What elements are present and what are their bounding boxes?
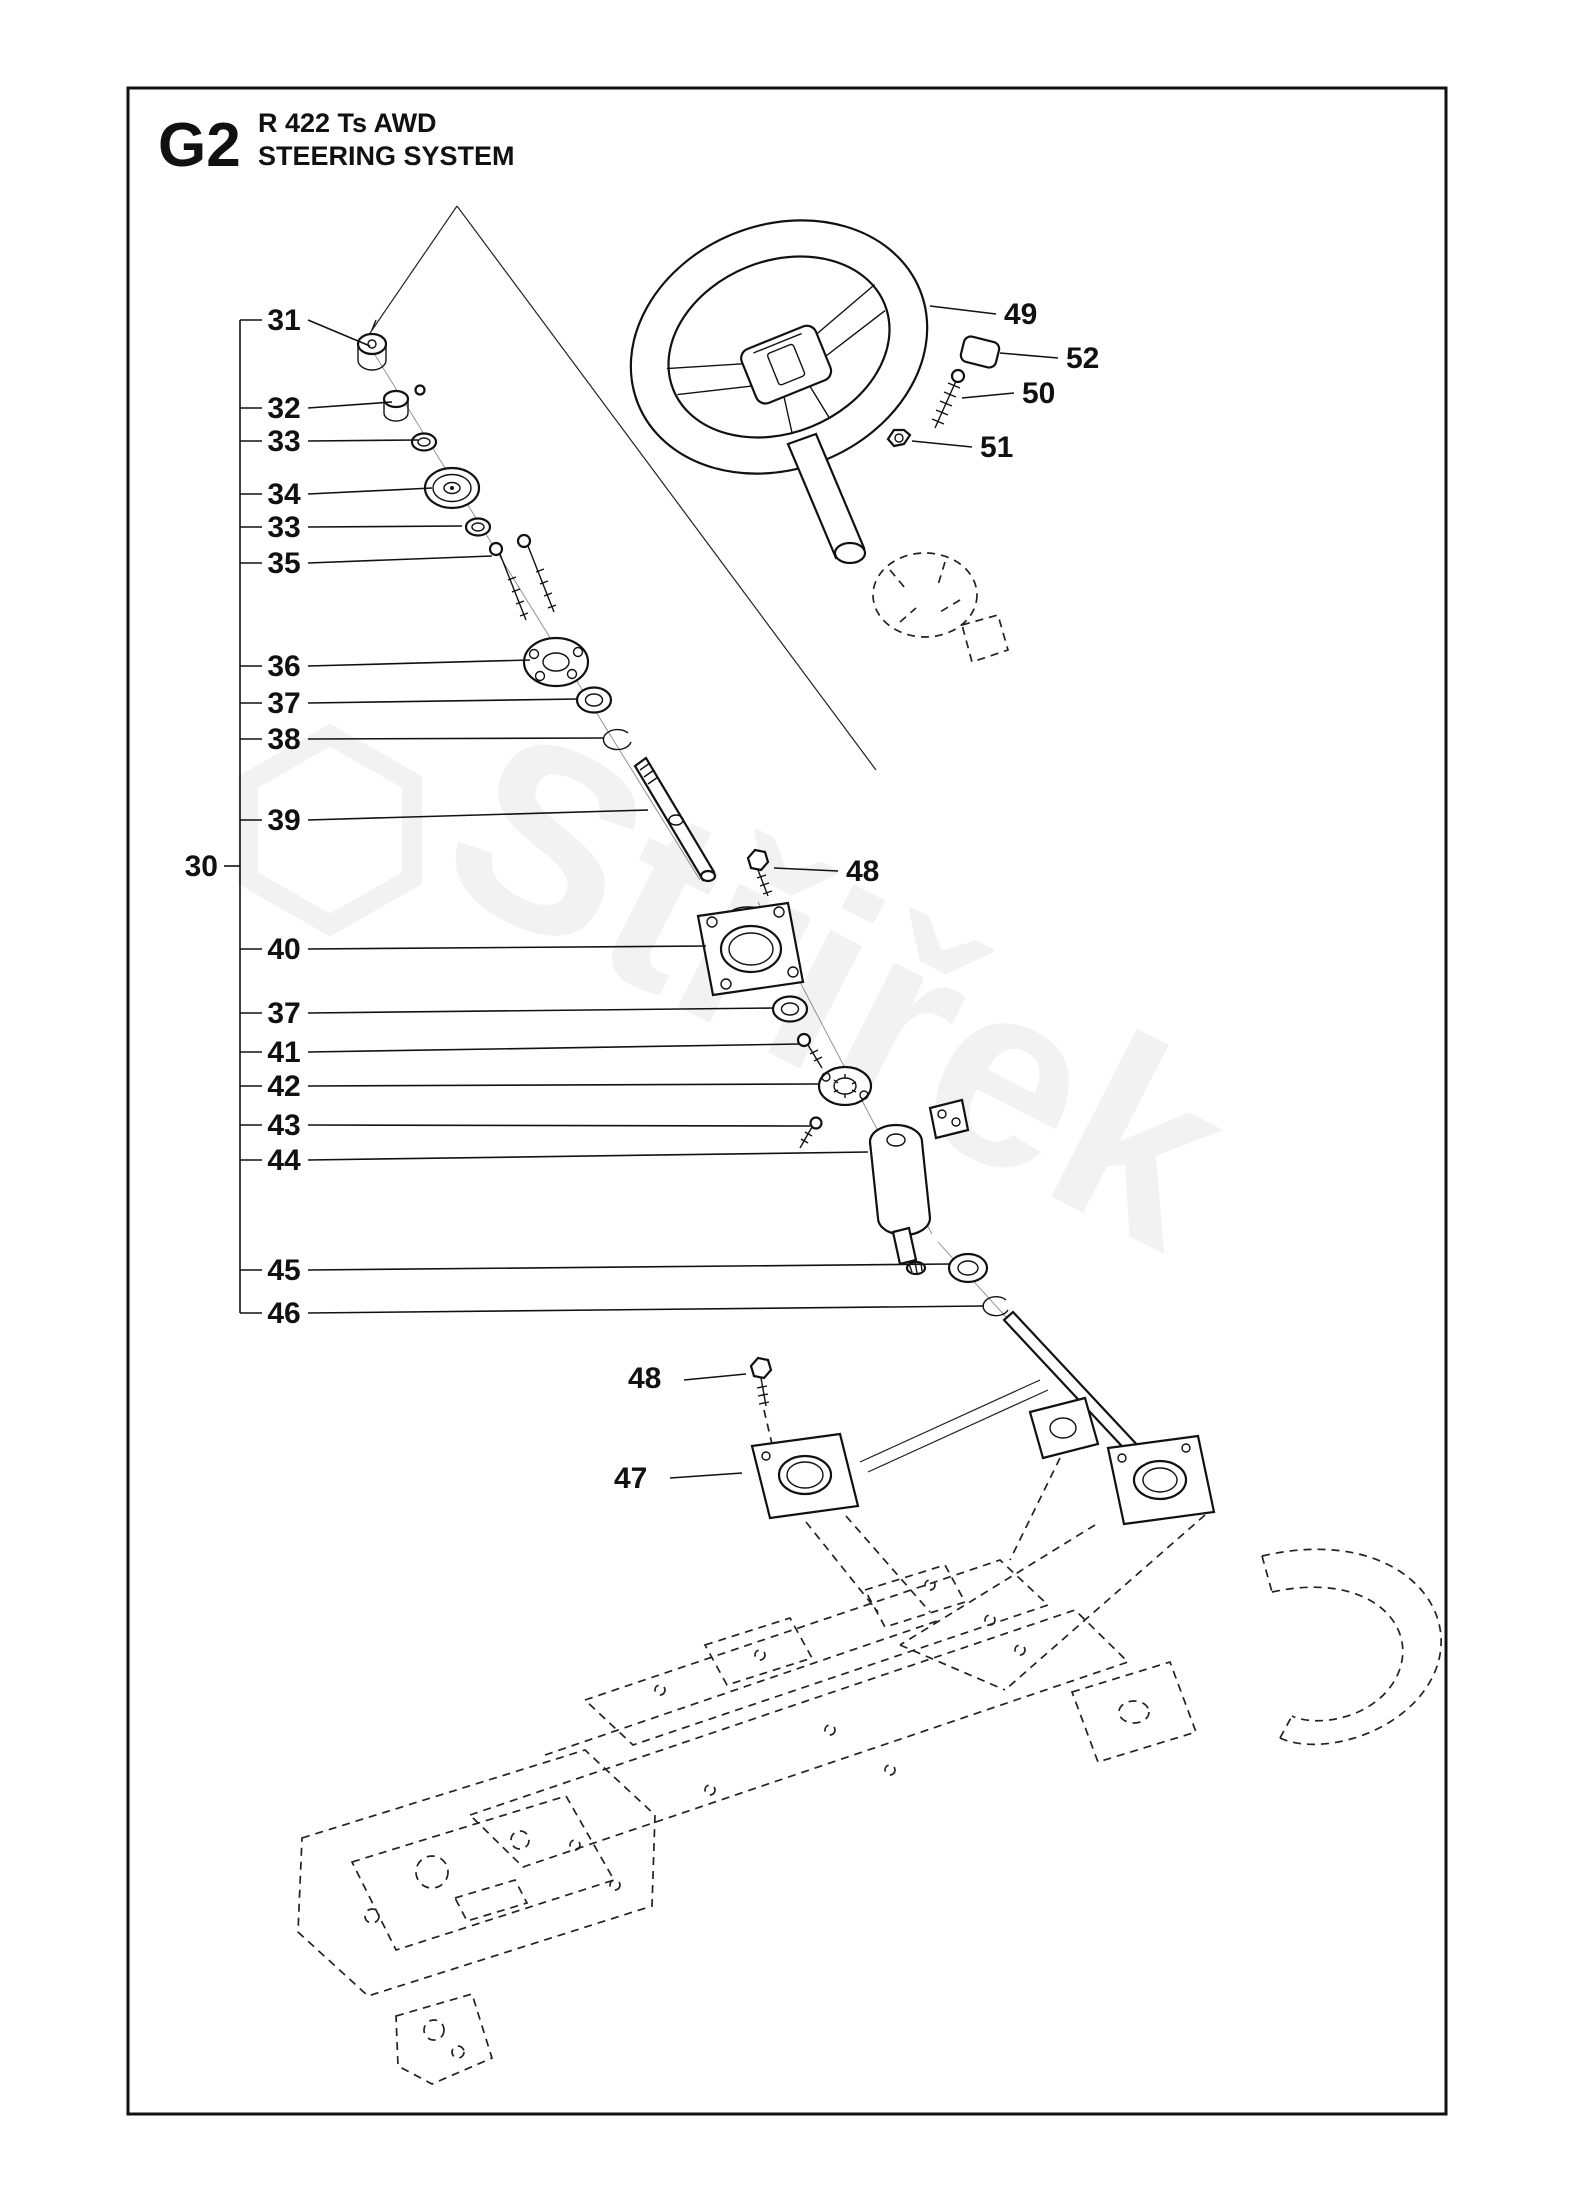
- callout-45: 45: [267, 1254, 300, 1287]
- callout-row-34: 34: [240, 478, 433, 511]
- callout-42: 42: [267, 1070, 300, 1103]
- part-52-cap: [959, 335, 1001, 369]
- watermark-text: Střiřek: [405, 672, 1272, 1305]
- callout-row-31: 31: [240, 304, 371, 347]
- callout-48a: 48: [773, 855, 879, 888]
- part-41-bolt: [796, 1032, 823, 1069]
- callout-32: 32: [267, 392, 300, 425]
- steering-boot: [872, 552, 1010, 664]
- callout-40: 40: [267, 933, 300, 966]
- part-39-shaft: [633, 756, 717, 883]
- callout-37a: 37: [267, 687, 300, 720]
- callout-33a: 33: [267, 425, 300, 458]
- callout-row-45: 45: [240, 1254, 951, 1287]
- callout-row-33b: 33: [240, 511, 463, 544]
- part-36-flange: [522, 636, 590, 688]
- callout-52: 52: [999, 342, 1099, 375]
- callout-41: 41: [267, 1036, 300, 1069]
- callout-row-42: 42: [240, 1070, 819, 1103]
- callouts: 30 31 32 33 34 33 35: [185, 298, 1100, 1495]
- callout-33b: 33: [267, 511, 300, 544]
- callout-35: 35: [267, 547, 300, 580]
- callout-38: 38: [267, 723, 300, 756]
- callout-46: 46: [267, 1297, 300, 1330]
- part-34: [423, 466, 481, 510]
- callout-row-39: 39: [240, 804, 649, 837]
- callout-48b: 48: [628, 1362, 747, 1395]
- svg-text:51: 51: [980, 431, 1013, 464]
- callout-row-38: 38: [240, 723, 605, 756]
- callout-row-36: 36: [240, 650, 531, 683]
- svg-text:52: 52: [1066, 342, 1099, 375]
- part-steering-wheel: [629, 219, 929, 475]
- model-name: R 422 Ts AWD: [258, 108, 437, 138]
- chassis-mid-plate: [1009, 1396, 1100, 1561]
- part-46-snap-ring: [982, 1295, 1009, 1317]
- watermark-hexagon-logo: [238, 723, 422, 937]
- part-48-lower-bolt: [749, 1356, 773, 1445]
- part-51-nut: [886, 428, 912, 448]
- part-33-upper: [410, 432, 438, 452]
- part-37-upper-bearing: [575, 686, 613, 714]
- hub-emblem: [766, 343, 806, 386]
- callout-47: 47: [614, 1462, 743, 1495]
- part-44-gear-unit: [868, 1098, 970, 1276]
- part-31: [356, 319, 388, 371]
- callout-row-43: 43: [240, 1109, 811, 1142]
- part-40-mount-flange: [696, 901, 805, 997]
- chassis-brace-rods: [859, 1379, 1049, 1473]
- part-33-lower: [464, 517, 492, 537]
- callout-49: 49: [929, 298, 1037, 331]
- part-43-screw: [799, 1116, 823, 1149]
- callout-39: 39: [267, 804, 300, 837]
- chassis-steering-mount: [1106, 1434, 1216, 1526]
- part-42-cup: [817, 1065, 873, 1107]
- part-32: [382, 384, 426, 422]
- callout-30: 30: [185, 850, 218, 883]
- part-45-bearing: [947, 1252, 989, 1284]
- callout-row-37a: 37: [240, 687, 579, 720]
- page-title: STEERING SYSTEM: [258, 141, 515, 171]
- callout-row-33a: 33: [240, 425, 419, 458]
- header: G2 R 422 Ts AWD STEERING SYSTEM: [158, 108, 515, 180]
- page-border: [126, 86, 1448, 2116]
- wheel-shaft: [786, 432, 867, 565]
- callout-row-37b: 37: [240, 997, 775, 1030]
- callout-row-35: 35: [240, 547, 493, 580]
- callout-row-41: 41: [240, 1036, 801, 1069]
- callout-row-44: 44: [240, 1144, 869, 1177]
- part-48-upper-bolt: [746, 848, 773, 897]
- part-35-bolts: [488, 533, 557, 621]
- part-50-screw: [931, 368, 966, 429]
- part-47-plate: [750, 1432, 931, 1613]
- svg-text:48: 48: [846, 855, 879, 888]
- callout-row-32: 32: [240, 392, 393, 425]
- callout-37b: 37: [267, 997, 300, 1030]
- svg-text:49: 49: [1004, 298, 1037, 331]
- part-38-snap-ring: [602, 728, 632, 751]
- callout-36: 36: [267, 650, 300, 683]
- svg-text:48: 48: [628, 1362, 661, 1395]
- part-37-lower-bearing: [771, 995, 809, 1023]
- callout-51: 51: [911, 431, 1013, 464]
- callout-row-46: 46: [240, 1297, 985, 1330]
- callout-34: 34: [267, 478, 301, 511]
- callout-44: 44: [267, 1144, 301, 1177]
- callout-row-40: 40: [240, 933, 707, 966]
- exploded-view: [356, 205, 1159, 1613]
- section-code: G2: [158, 111, 241, 180]
- callout-43: 43: [267, 1109, 300, 1142]
- chassis-frame: [297, 1379, 1442, 2085]
- svg-text:47: 47: [614, 1462, 647, 1495]
- callout-50: 50: [961, 377, 1055, 410]
- callout-31: 31: [267, 304, 300, 337]
- svg-text:50: 50: [1022, 377, 1055, 410]
